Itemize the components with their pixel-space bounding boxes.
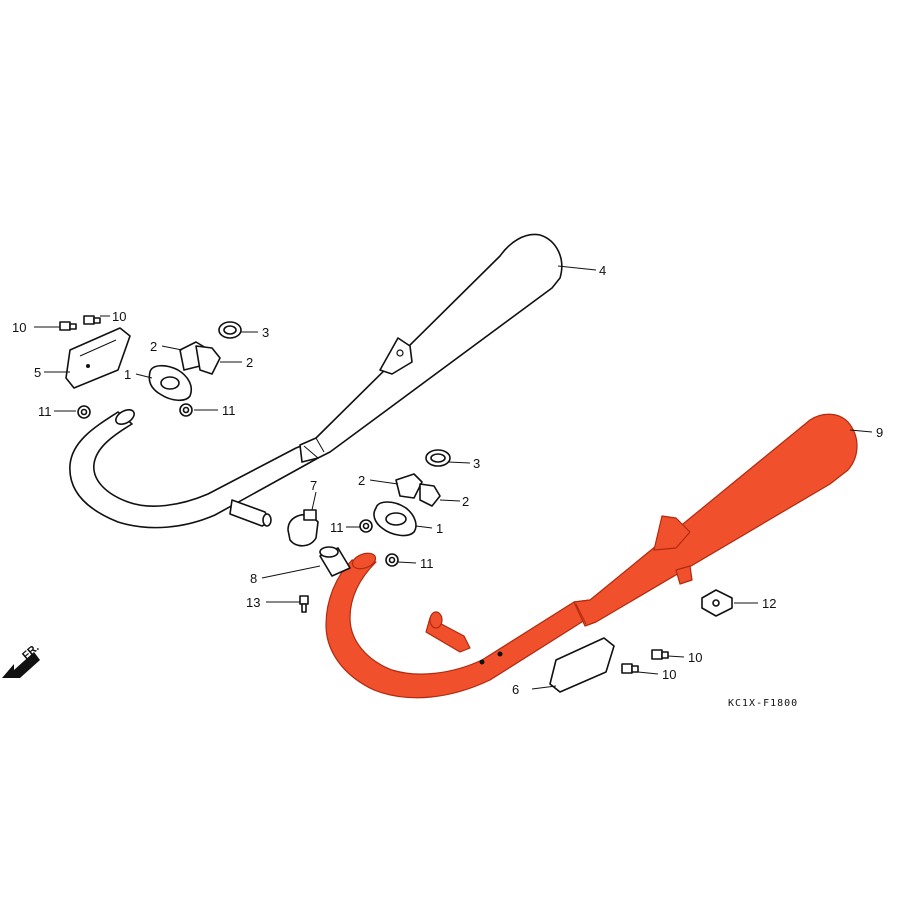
callout-11-right-b: 11 xyxy=(420,556,434,571)
right-muffler-lower-bracket xyxy=(675,565,693,585)
nut-icon xyxy=(385,553,399,567)
right-muffler xyxy=(573,413,858,627)
callout-7: 7 xyxy=(310,478,317,493)
callout-9: 9 xyxy=(876,425,883,440)
callout-11-right-a: 11 xyxy=(330,520,344,535)
callout-10-right-b: 10 xyxy=(662,667,676,682)
callout-5: 5 xyxy=(34,365,41,380)
callout-2-right-a: 2 xyxy=(358,473,365,488)
collar-right-a xyxy=(395,473,423,499)
nut-icon xyxy=(77,405,91,419)
callout-2-left-a: 2 xyxy=(150,339,157,354)
callout-6: 6 xyxy=(512,682,519,697)
callout-labels: 10 10 5 11 2 1 2 3 11 4 2 3 2 1 11 11 7 … xyxy=(12,263,883,697)
collar-left-b xyxy=(195,345,221,375)
callout-1-left: 1 xyxy=(124,367,131,382)
right-muffler-bracket xyxy=(653,515,691,551)
callout-10-left-a: 10 xyxy=(12,320,26,335)
callout-2-left-b: 2 xyxy=(246,355,253,370)
callout-8: 8 xyxy=(250,571,257,586)
heat-protector-left xyxy=(65,327,131,389)
callout-11-left-b: 11 xyxy=(222,403,236,418)
left-exhaust-pipe xyxy=(69,411,319,529)
right-pipe-inlet xyxy=(351,552,377,570)
gasket-icon xyxy=(425,449,451,467)
callout-4: 4 xyxy=(599,263,606,278)
screw-icon xyxy=(651,649,669,660)
arrow-left-icon xyxy=(2,652,40,678)
left-pipe-inlet xyxy=(115,408,135,426)
left-muffler-bracket xyxy=(379,337,413,375)
sleeve-icon xyxy=(319,546,351,577)
clamp-band xyxy=(287,514,319,547)
nut-icon xyxy=(359,519,373,533)
leader-lines xyxy=(34,265,873,690)
front-direction-arrow: FR. xyxy=(2,642,42,678)
right-exhaust-assembly xyxy=(325,413,858,699)
bolt-icon xyxy=(299,595,309,613)
callout-11-left-a: 11 xyxy=(38,404,52,419)
screw-icon xyxy=(621,663,639,674)
gasket-icon xyxy=(218,321,242,339)
callout-13: 13 xyxy=(246,595,260,610)
screw-icon xyxy=(59,321,77,331)
callout-10-left-b: 10 xyxy=(112,309,126,324)
left-muffler xyxy=(299,233,563,463)
nut-icon xyxy=(179,403,193,417)
diagram-code: KC1X-F1800 xyxy=(728,698,798,709)
u-nut-icon xyxy=(701,589,733,617)
callout-12: 12 xyxy=(762,596,776,611)
callout-10-right-a: 10 xyxy=(688,650,702,665)
left-exhaust-assembly xyxy=(69,233,563,529)
callout-2-right-b: 2 xyxy=(462,494,469,509)
callout-1-right: 1 xyxy=(436,521,443,536)
callout-3-left: 3 xyxy=(262,325,269,340)
heat-protector-right xyxy=(549,637,615,693)
collar-right-b xyxy=(419,483,441,507)
screw-icon xyxy=(83,315,101,325)
right-exhaust-pipe xyxy=(325,559,591,699)
callout-3-right: 3 xyxy=(473,456,480,471)
